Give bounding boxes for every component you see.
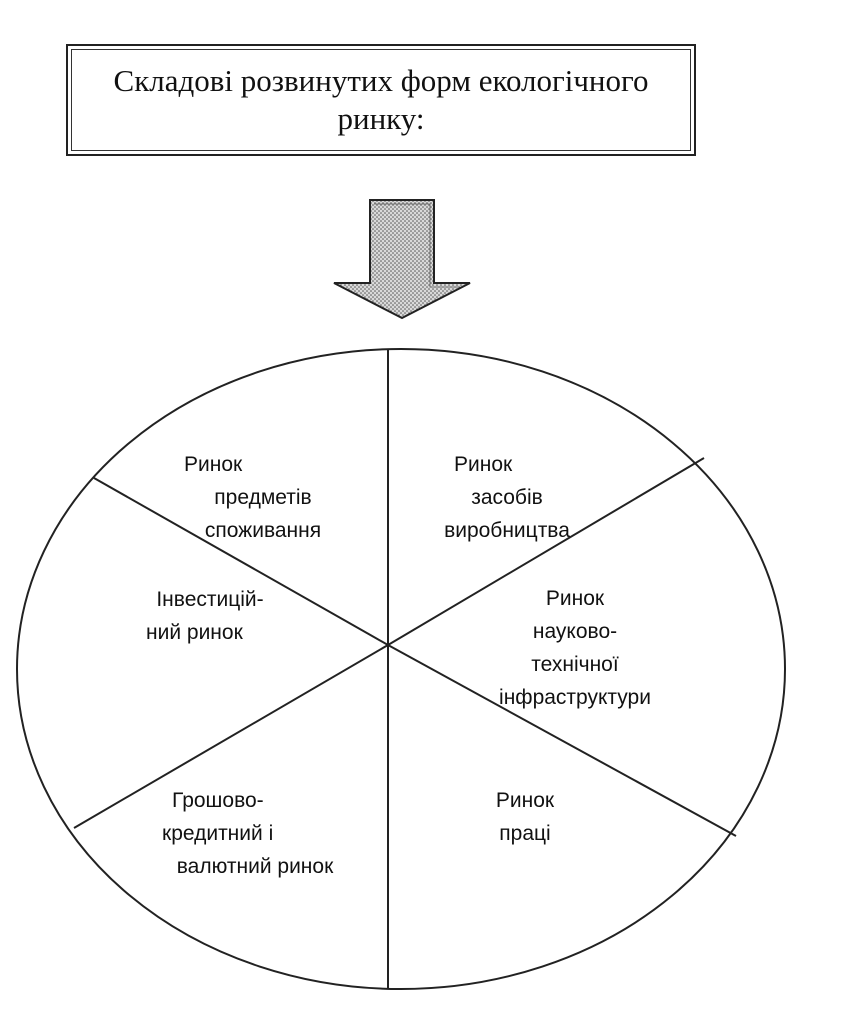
segment-monetary-credit: Грошово- кредитний і валютний ринок — [150, 784, 360, 883]
segment-investment: Інвестицій- ний ринок — [130, 583, 290, 649]
segment-line: споживання — [204, 519, 322, 542]
divider-lower-right — [387, 644, 737, 837]
segment-line: Ринок — [545, 587, 605, 610]
divider-upper-left — [93, 477, 389, 646]
segment-line: Ринок — [184, 453, 243, 476]
diagram-title: Складові розвинутих форм екологічного ри… — [113, 63, 649, 136]
segment-line: кредитний і — [162, 822, 274, 845]
segment-line: Інвестицій- — [156, 588, 264, 611]
segment-line: виробництва — [444, 519, 570, 542]
segment-line: Ринок — [454, 453, 513, 476]
segment-line: предметів — [214, 486, 312, 509]
market-ellipse — [16, 348, 786, 990]
segment-line: технічної — [531, 653, 619, 676]
segment-line: науково- — [532, 620, 618, 643]
segment-line: валютний ринок — [176, 855, 334, 878]
segment-scientific-infrastructure: Ринок науково- технічної інфраструктури — [475, 582, 675, 714]
segment-labor: Ринок праці — [470, 784, 580, 850]
divider-lower-left — [73, 644, 389, 829]
title-box: Складові розвинутих форм екологічного ри… — [66, 44, 696, 156]
segment-line: ний ринок — [146, 621, 243, 644]
segment-line: інфраструктури — [499, 686, 651, 709]
segment-means-of-production: Ринок засобів виробництва — [432, 448, 582, 547]
down-arrow-icon — [333, 199, 471, 320]
segment-line: засобів — [471, 486, 543, 509]
segment-consumer-goods: Ринок предметів споживання — [178, 448, 348, 547]
divider-upper-right — [387, 457, 705, 646]
segment-line: праці — [499, 822, 551, 845]
segment-line: Грошово- — [172, 789, 264, 812]
segment-line: Ринок — [495, 789, 555, 812]
